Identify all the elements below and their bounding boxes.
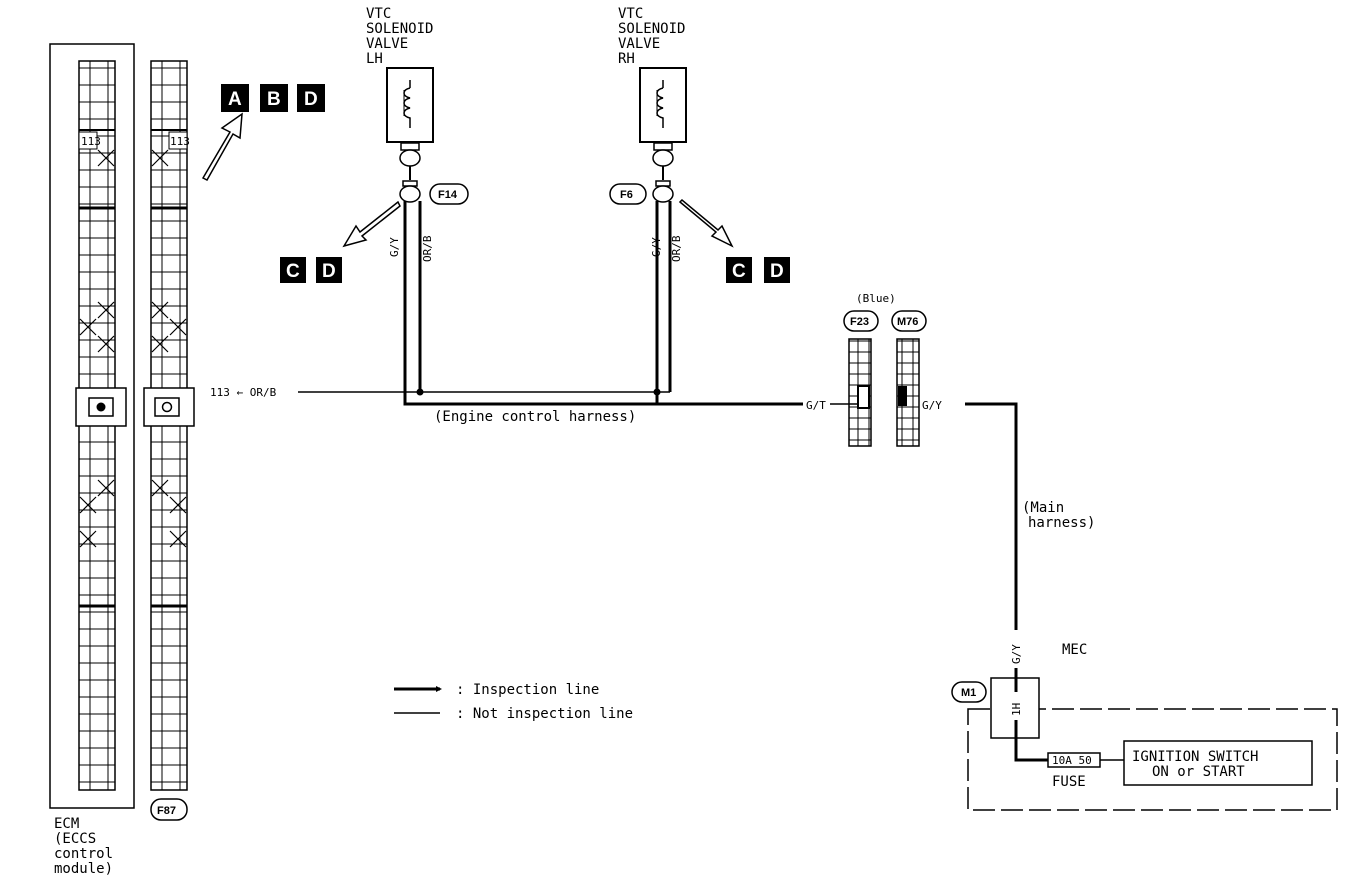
- solenoid-rh-title-3: VALVE: [618, 36, 660, 52]
- mec-block: MEC M1 1H: [951, 642, 1338, 811]
- ecm-label-line-1: ECM: [54, 816, 79, 832]
- connector-m1-label: M1: [961, 687, 976, 699]
- joint-left-wire-label: G/T: [806, 399, 826, 412]
- ecm-connector-f87: 113 F87: [143, 60, 195, 821]
- solenoid-lh-wire-orb: OR/B: [421, 235, 434, 262]
- fuse-label: FUSE: [1052, 774, 1086, 790]
- ignition-switch: IGNITION SWITCH ON or START: [1123, 740, 1313, 786]
- solenoid-lh-title-3: VALVE: [366, 36, 408, 52]
- solenoid-lh-wire-gy: G/Y: [388, 237, 401, 257]
- ecm-pin-113-left: 113: [81, 135, 101, 148]
- ref-arrow-abd: [201, 112, 243, 181]
- ignition-switch-line-2: ON or START: [1152, 764, 1245, 780]
- joint-color-label: (Blue): [856, 292, 896, 305]
- solenoid-rh-badge-c: C: [732, 261, 746, 282]
- engine-harness-label: (Engine control harness): [434, 409, 636, 425]
- solenoid-rh-wire-gy: G/Y: [650, 237, 663, 257]
- solenoid-lh-title-2: SOLENOID: [366, 21, 433, 37]
- solenoid-rh-wire-orb: OR/B: [670, 235, 683, 262]
- connector-m76-label: M76: [897, 316, 918, 328]
- mec-pin-label: 1H: [1010, 703, 1023, 716]
- wire-main-harness-gy: G/Y (Main harness) G/Y: [922, 399, 1095, 678]
- solenoid-lh-title-1: VTC: [366, 6, 391, 22]
- vtc-solenoid-lh: VTC SOLENOID VALVE LH F14 G/Y OR/B C D: [280, 6, 469, 392]
- mec-label: MEC: [1062, 642, 1087, 658]
- ecm-label-line-3: control: [54, 846, 113, 862]
- ecm-pin-113-right: 113: [170, 135, 190, 148]
- ecm-module: 113 ECM (ECCS control module): [49, 43, 135, 877]
- ecm-label-line-4: module): [54, 861, 113, 877]
- solenoid-rh-title-1: VTC: [618, 6, 643, 22]
- legend-not-inspection: : Not inspection line: [456, 706, 633, 722]
- ref-badge-a: A: [221, 84, 249, 112]
- legend-inspection: : Inspection line: [456, 682, 599, 698]
- connector-f6-label: F6: [620, 189, 633, 201]
- connector-f23-label: F23: [850, 316, 869, 328]
- joint-connector-f23-m76: (Blue) F23 M76: [843, 292, 927, 447]
- ref-badge-d: D: [297, 84, 325, 112]
- solenoid-rh-badge-d: D: [770, 261, 784, 282]
- svg-text:A: A: [228, 89, 242, 110]
- mec-wire-label: G/Y: [1010, 644, 1023, 664]
- wire-ecm-orb: 113 ← OR/B: [210, 386, 670, 399]
- solenoid-lh-title-4: LH: [366, 51, 383, 67]
- joint-right-wire-label: G/Y: [922, 399, 942, 412]
- fuse-rating: 10A 50: [1052, 754, 1092, 767]
- solenoid-rh-title-4: RH: [618, 51, 635, 67]
- ecm-label-line-2: (ECCS: [54, 831, 96, 847]
- ignition-switch-line-1: IGNITION SWITCH: [1132, 749, 1258, 765]
- solenoid-lh-badge-d: D: [322, 261, 336, 282]
- connector-f87-label: F87: [157, 805, 176, 817]
- main-harness-label-2: harness): [1028, 515, 1095, 531]
- legend: : Inspection line : Not inspection line: [394, 682, 633, 722]
- solenoid-lh-badge-c: C: [286, 261, 300, 282]
- ecm-wire-label: 113 ← OR/B: [210, 386, 277, 399]
- connector-f14-label: F14: [438, 189, 458, 201]
- svg-text:B: B: [267, 89, 281, 110]
- vtc-solenoid-rh: VTC SOLENOID VALVE RH F6 G/Y OR/B C D: [609, 6, 790, 392]
- fuse: 10A 50 FUSE: [1047, 752, 1124, 790]
- svg-text:D: D: [304, 89, 318, 110]
- main-harness-label-1: (Main: [1022, 500, 1064, 516]
- solenoid-rh-title-2: SOLENOID: [618, 21, 685, 37]
- ref-badge-b: B: [260, 84, 288, 112]
- wire-engine-harness-gy: (Engine control harness) G/T: [403, 392, 858, 425]
